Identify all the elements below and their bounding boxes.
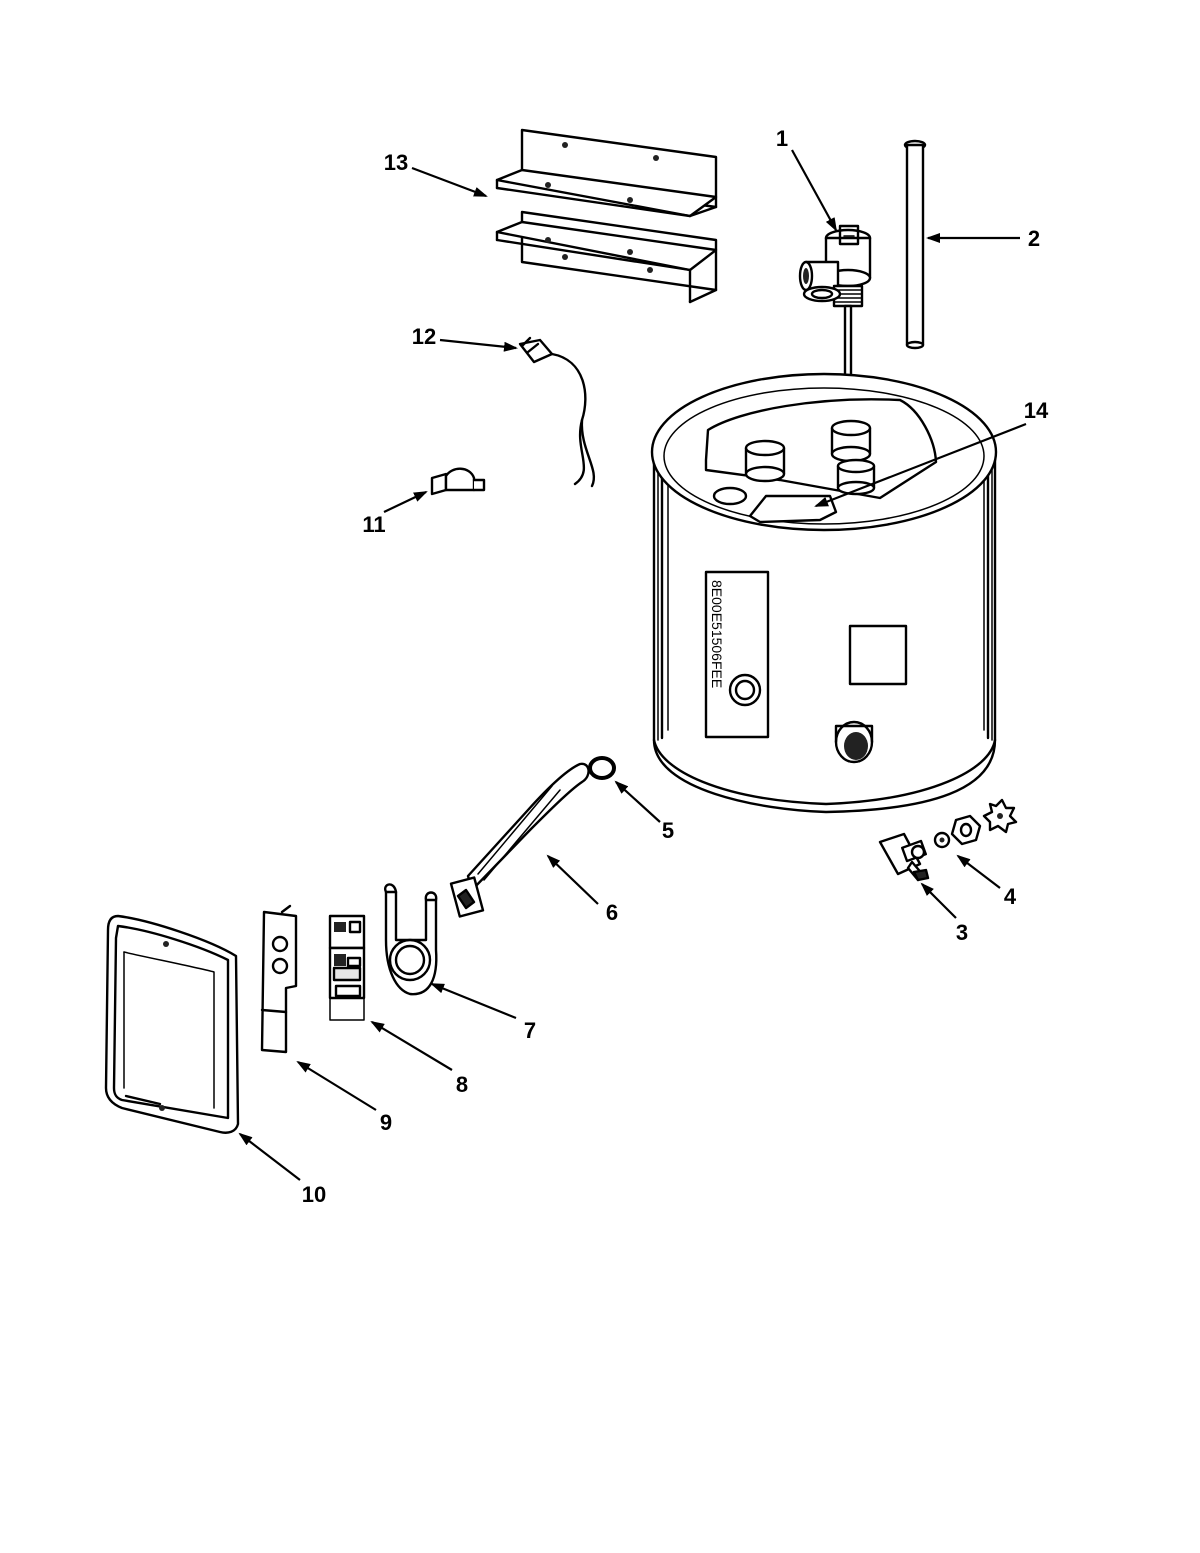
- dip-tube-icon: [903, 139, 927, 350]
- washer-nut-knob-icon: [933, 798, 1018, 849]
- access-cover-icon: [104, 914, 240, 1134]
- mounting-bracket-upper: [495, 128, 718, 218]
- callout-5: 5: [662, 818, 674, 843]
- callout-arrows: [238, 149, 1027, 1181]
- callout-12: 12: [412, 324, 436, 349]
- mounting-bracket-lower: [495, 210, 718, 304]
- power-cord-icon: [518, 336, 595, 488]
- callout-10: 10: [302, 1182, 326, 1207]
- callout-2: 2: [1028, 226, 1040, 251]
- callout-8: 8: [456, 1072, 468, 1097]
- svg-text:8E00E51506FEE: 8E00E51506FEE: [709, 580, 725, 688]
- callout-14: 14: [1024, 398, 1049, 423]
- cable-clamp-icon: [430, 467, 486, 496]
- water-heater-tank-icon: 8E00E51506FEE: [650, 285, 998, 814]
- drain-valve-icon: [878, 832, 930, 882]
- callout-4: 4: [1004, 884, 1017, 909]
- cover-plate-icon: [260, 904, 298, 1054]
- callout-1: 1: [776, 126, 788, 151]
- callout-3: 3: [956, 920, 968, 945]
- callout-labels: 1 2 3 4 5 6 7 8 9 10 11 12 13 14: [302, 126, 1049, 1207]
- callout-13: 13: [384, 150, 408, 175]
- heating-element-icon: [449, 762, 590, 918]
- callout-11: 11: [362, 512, 385, 537]
- thermostat-icon: [328, 914, 366, 1021]
- thermostat-bracket-icon: [384, 883, 438, 996]
- callout-6: 6: [606, 900, 618, 925]
- callout-9: 9: [380, 1110, 392, 1135]
- callout-7: 7: [524, 1018, 536, 1043]
- gasket-icon: [588, 756, 616, 780]
- relief-valve-icon: [798, 224, 872, 388]
